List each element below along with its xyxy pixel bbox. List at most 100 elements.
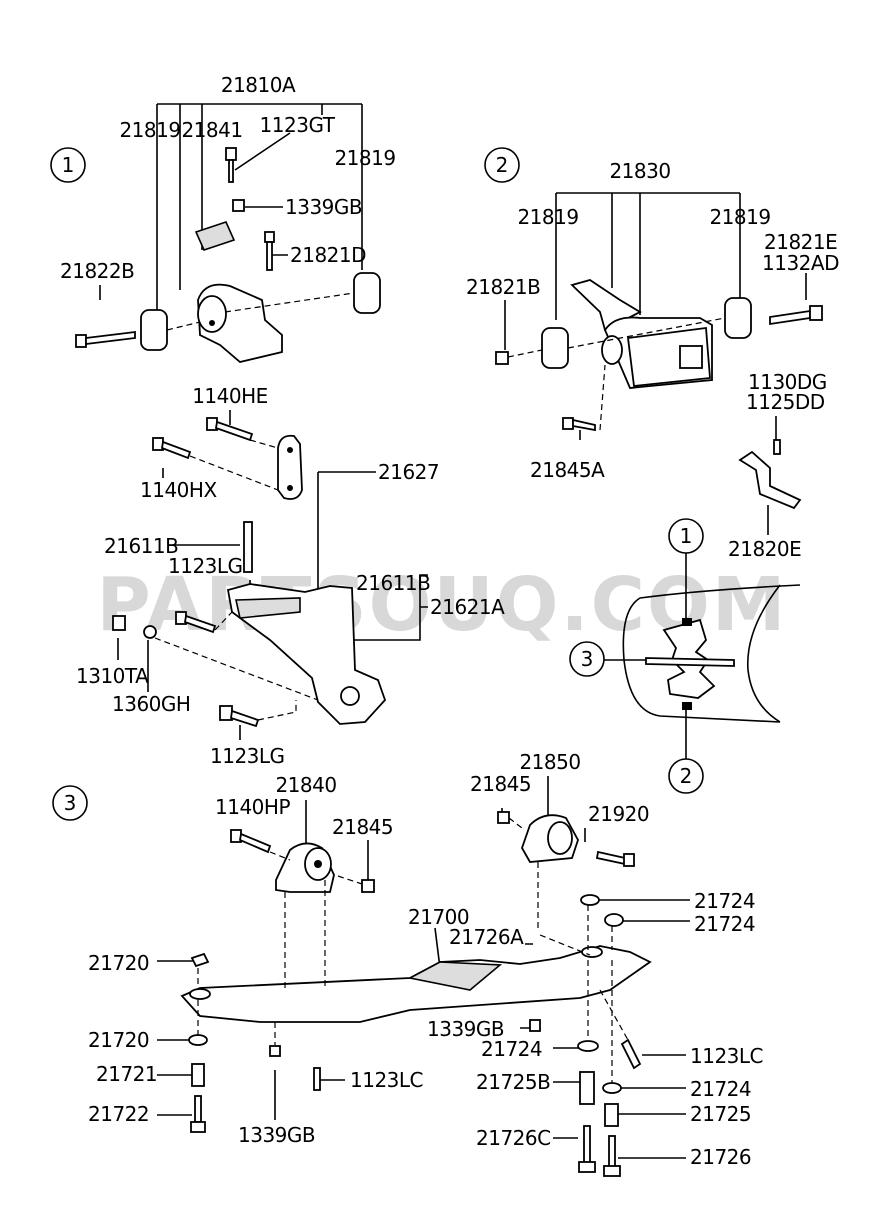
- label-21725[interactable]: 21725: [690, 1102, 752, 1126]
- bracket-top-21621A: [235, 597, 301, 619]
- label-21726[interactable]: 21726: [690, 1145, 752, 1169]
- locator-leaders: [604, 553, 687, 759]
- label-1339GB-mid[interactable]: 1339GB: [427, 1017, 505, 1041]
- label-21821B[interactable]: 21821B: [466, 275, 541, 299]
- label-1140HP[interactable]: 1140HP: [215, 795, 291, 819]
- label-21725B[interactable]: 21725B: [476, 1070, 551, 1094]
- label-21726A[interactable]: 21726A: [449, 925, 525, 949]
- label-21822B[interactable]: 21822B: [60, 259, 135, 283]
- bolt-shank-1123LG-bottom: [230, 709, 260, 728]
- locator-callout-3[interactable]: [569, 641, 605, 677]
- group-2-leaders: [504, 273, 807, 535]
- label-21850[interactable]: 21850: [519, 750, 581, 774]
- label-21724-a[interactable]: 21724: [694, 889, 756, 913]
- mount-hole-21840: [314, 860, 322, 868]
- label-21830[interactable]: 21830: [609, 159, 671, 183]
- group-3-circle: [52, 785, 88, 821]
- transmission-mount: 1140HE 1140HX 21627 21611B 1123LG 21611B…: [76, 384, 506, 768]
- label-1123LC-right[interactable]: 1123LC: [690, 1044, 764, 1068]
- leader-21810A: [156, 103, 363, 312]
- locator-member-3: [645, 657, 735, 667]
- crossmember-21700: [180, 945, 652, 1023]
- label-21819-right[interactable]: 21819: [334, 146, 396, 170]
- label-21724-b[interactable]: 21724: [694, 912, 756, 936]
- group-1-leaders: [99, 132, 291, 300]
- mount-eye-21830: [601, 335, 623, 365]
- label-21621A[interactable]: 21621A: [430, 595, 506, 619]
- spacer-21721: [191, 1063, 205, 1087]
- label-1123LG-top[interactable]: 1123LG: [168, 554, 243, 578]
- label-1125DD[interactable]: 1125DD: [746, 390, 825, 414]
- label-1310TA[interactable]: 1310TA: [76, 664, 150, 688]
- label-21819-g2-right[interactable]: 21819: [709, 205, 771, 229]
- label-1132AD[interactable]: 1132AD: [762, 251, 840, 275]
- group-1-number: 1: [62, 153, 75, 177]
- bolt-head-21845A: [562, 417, 574, 430]
- transmission-dashes: [154, 439, 319, 721]
- label-21840[interactable]: 21840: [275, 773, 337, 797]
- label-21819-g2-left[interactable]: 21819: [517, 205, 579, 229]
- label-21845-right[interactable]: 21845: [470, 772, 532, 796]
- label-21820E[interactable]: 21820E: [728, 537, 802, 561]
- washer-1360GH: [143, 625, 157, 639]
- bolt-shank-21722: [194, 1095, 202, 1123]
- bolt-shank-1123LG-top: [183, 614, 217, 634]
- bolt-head-21722: [190, 1121, 206, 1133]
- bracket-21841: [194, 221, 236, 251]
- group-3-number: 3: [64, 791, 77, 815]
- label-21611B-left[interactable]: 21611B: [104, 534, 179, 558]
- mount-plate-21830: [626, 326, 711, 387]
- label-21721[interactable]: 21721: [96, 1062, 158, 1086]
- bolt-shank-21726: [608, 1135, 616, 1169]
- label-21810A[interactable]: 21810A: [221, 73, 297, 97]
- plate-21627: [277, 434, 303, 500]
- group-2-number: 2: [496, 153, 509, 177]
- bracket-21820E: [738, 450, 802, 510]
- washer-21724-c: [577, 1040, 599, 1052]
- label-1140HX[interactable]: 1140HX: [140, 478, 218, 502]
- bolt-shank-1140HE: [214, 420, 254, 442]
- bolt-shank-21920: [595, 850, 626, 866]
- label-21700[interactable]: 21700: [408, 905, 470, 929]
- label-1130DG[interactable]: 1130DG: [748, 370, 827, 394]
- label-1123LG-bottom[interactable]: 1123LG: [210, 744, 285, 768]
- bolt-shank-21821E: [769, 309, 811, 326]
- label-1360GH[interactable]: 1360GH: [112, 692, 191, 716]
- label-21724-d[interactable]: 21724: [690, 1077, 752, 1101]
- nut-1310TA: [112, 615, 126, 631]
- label-21726C[interactable]: 21726C: [476, 1126, 551, 1150]
- label-21720-top[interactable]: 21720: [88, 951, 150, 975]
- label-1140HE[interactable]: 1140HE: [192, 384, 268, 408]
- label-1123LC-left[interactable]: 1123LC: [350, 1068, 424, 1092]
- label-21821E[interactable]: 21821E: [764, 230, 838, 254]
- bushing-21819-right: [353, 272, 381, 314]
- mount-eye-1: [197, 295, 227, 333]
- plate-hole-bottom: [287, 485, 293, 491]
- washer-21724-d: [602, 1082, 622, 1094]
- label-21819-left[interactable]: 21819: [119, 118, 181, 142]
- leader-21830: [555, 192, 741, 320]
- label-1339GB-1[interactable]: 1339GB: [285, 195, 363, 219]
- nut-1339GB-bottom: [269, 1045, 281, 1057]
- label-1339GB-bottom[interactable]: 1339GB: [238, 1123, 316, 1147]
- bushing-21819-g2-right: [724, 297, 752, 339]
- label-21724-c[interactable]: 21724: [481, 1037, 543, 1061]
- label-21920[interactable]: 21920: [588, 802, 650, 826]
- label-21611B-right[interactable]: 21611B: [356, 571, 431, 595]
- group-1: 1 21810A 21819 21841 1123GT 21819 1339GB…: [50, 73, 396, 363]
- label-21821D[interactable]: 21821D: [290, 243, 367, 267]
- label-21845A[interactable]: 21845A: [530, 458, 606, 482]
- group-1-dashes: [166, 292, 355, 331]
- label-1123GT[interactable]: 1123GT: [260, 113, 337, 137]
- bolt-1123LC-left: [313, 1067, 321, 1091]
- group-3: 3 21840 1140HP 21845 21850 21845 21920 2…: [52, 750, 764, 1177]
- label-21845-left[interactable]: 21845: [332, 815, 394, 839]
- label-21722[interactable]: 21722: [88, 1102, 150, 1126]
- group-2: 2 21830 21819 21819 21821E 1132AD 21821B…: [466, 147, 840, 561]
- bushing-21819-g2-left: [541, 327, 569, 369]
- crossmember-channel: [407, 961, 503, 991]
- label-21720-bottom[interactable]: 21720: [88, 1028, 150, 1052]
- label-21627[interactable]: 21627: [378, 460, 440, 484]
- label-21841[interactable]: 21841: [181, 118, 243, 142]
